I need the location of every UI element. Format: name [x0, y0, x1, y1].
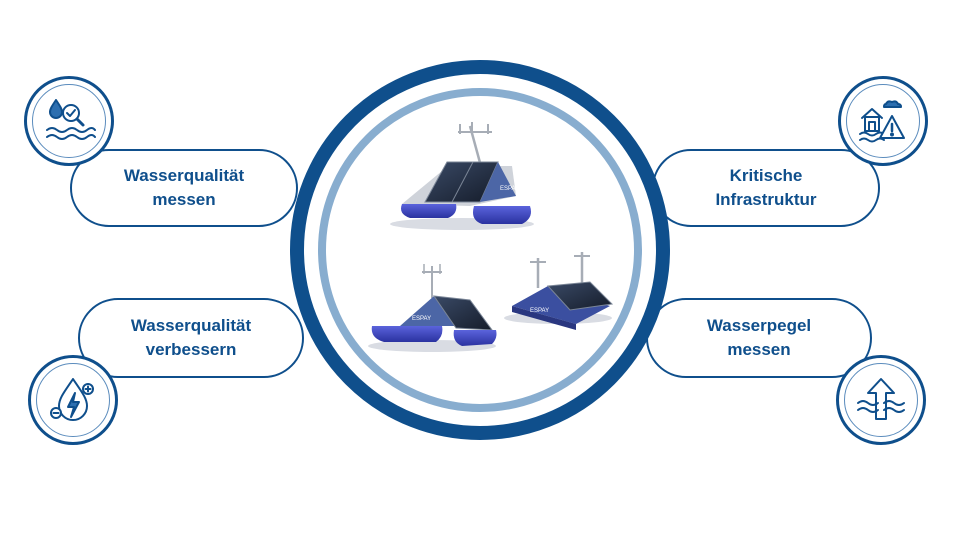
badge-critical-infrastructure — [838, 76, 928, 166]
node-water-level-measure: Wasserpegel messen — [646, 298, 872, 378]
node-label-line1: Wasserpegel — [706, 315, 812, 335]
node-label-line2: Infrastruktur — [715, 190, 817, 209]
drone-logo: ESPAY — [530, 308, 549, 314]
drone-floating-platform: ESPAY — [504, 252, 614, 330]
drone-logo: ESPAY — [412, 316, 431, 322]
drone-catamaran-small: ESPAY — [368, 264, 497, 352]
node-water-quality-measure: Wasserqualität messen — [70, 149, 298, 227]
badge-water-quality-measure — [24, 76, 114, 166]
node-label-line2: messen — [727, 340, 791, 359]
drone-logo: ESPAY — [500, 186, 519, 192]
water-drop-energy-icon — [50, 378, 94, 421]
badge-water-level-measure — [836, 355, 926, 445]
water-level-arrow-icon — [857, 378, 905, 420]
node-label-line1: Kritische — [729, 165, 803, 185]
flooded-house-warning-icon — [859, 100, 905, 143]
node-label-line1: Wasserqualität — [123, 165, 245, 185]
node-label-line1: Wasserqualität — [130, 315, 252, 335]
node-water-quality-improve: Wasserqualität verbessern — [78, 298, 304, 378]
central-hub-inner-ring — [318, 88, 642, 412]
drone-catamaran-large: ESPAY — [390, 122, 534, 230]
node-label-line2: messen — [152, 190, 216, 209]
badge-water-quality-improve — [28, 355, 118, 445]
node-critical-infrastructure: Kritische Infrastruktur — [652, 149, 880, 227]
node-label-line2: verbessern — [145, 340, 237, 359]
water-magnifier-icon — [46, 99, 96, 140]
